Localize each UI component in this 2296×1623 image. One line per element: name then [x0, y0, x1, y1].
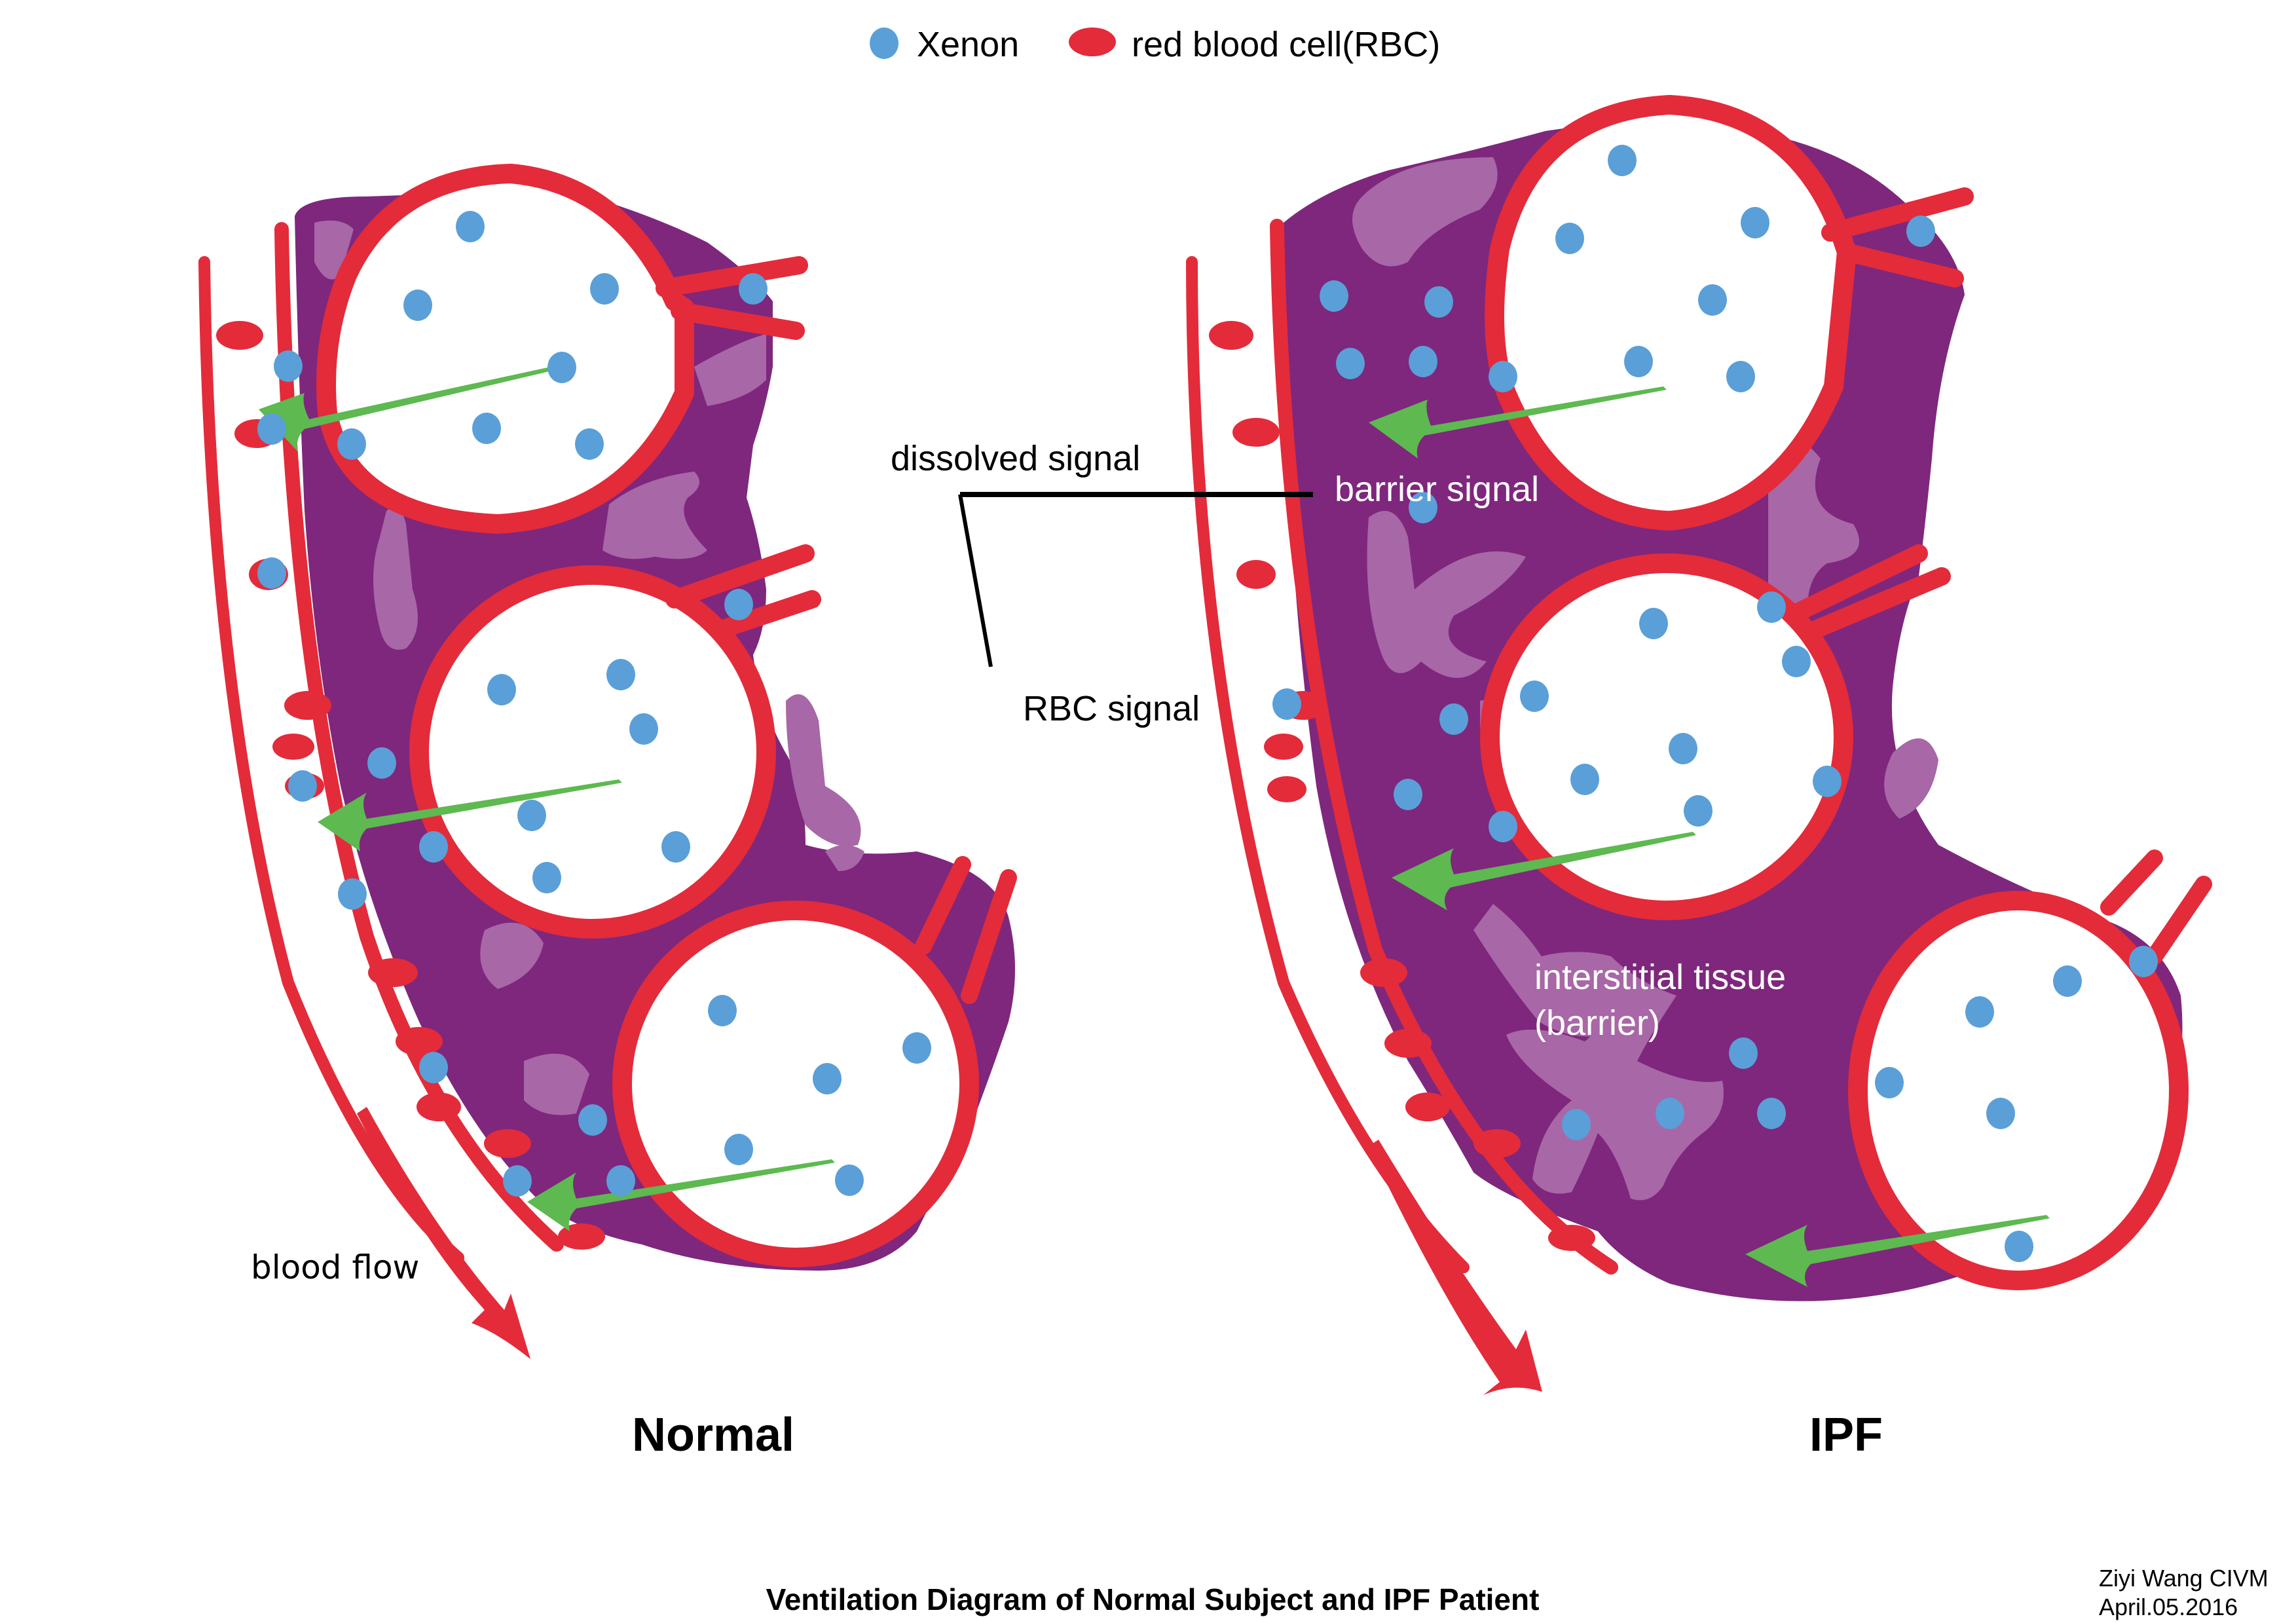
interstitial-tissue-label-line2: (barrier)	[1534, 1003, 1660, 1043]
blood-flow-label: blood flow	[251, 1248, 419, 1286]
panel-normal: blood flow Normal	[198, 164, 1017, 1461]
vessel-outer-wall-normal	[198, 256, 464, 1263]
panel-ipf: interstitial tissue (barrier) IPF	[1186, 95, 2212, 1461]
vessel-inner-wall-ipf	[1270, 219, 1618, 1275]
panel-title-ipf: IPF	[1809, 1409, 1883, 1461]
blood-flow-arrow-ipf	[1369, 1140, 1542, 1395]
legend-label-rbc: red blood cell(RBC)	[1132, 25, 1440, 64]
xenon-dot-icon	[870, 28, 898, 59]
legend-label-xenon: Xenon	[917, 25, 1019, 64]
credit-date: April.05.2016	[2099, 1594, 2238, 1620]
vessel-inner-wall-normal	[274, 222, 564, 1252]
xenon-atoms-normal	[257, 211, 931, 1197]
xenon-atoms-ipf	[1272, 145, 2158, 1262]
dissolved-signal-label: dissolved signal	[891, 439, 1140, 478]
interstitial-tissue-label-line1: interstitial tissue	[1534, 958, 1786, 997]
rbc-signal-label: RBC signal	[1023, 689, 1200, 728]
diffusion-arrows-normal	[259, 365, 835, 1231]
alveolus-ipf-3	[1848, 849, 2212, 1290]
rbc-signal-leader-line	[958, 494, 993, 667]
alveolus-normal-3	[612, 856, 1017, 1267]
diffusion-arrows-ipf	[1369, 386, 2050, 1287]
rbc-dot-icon	[1069, 28, 1116, 56]
tissue-light-blobs-normal	[314, 220, 864, 1115]
figure-caption: Ventilation Diagram of Normal Subject an…	[766, 1582, 1540, 1616]
alveolus-ipf-2	[1480, 544, 1951, 920]
credit-author: Ziyi Wang CIVM	[2099, 1565, 2268, 1592]
legend: Xenon red blood cell(RBC)	[870, 25, 1440, 64]
blood-flow-arrow-normal	[357, 1107, 530, 1359]
signal-callouts: dissolved signal barrier signal RBC sign…	[891, 439, 1539, 728]
panel-title-normal: Normal	[632, 1409, 794, 1461]
barrier-signal-label: barrier signal	[1335, 470, 1539, 509]
